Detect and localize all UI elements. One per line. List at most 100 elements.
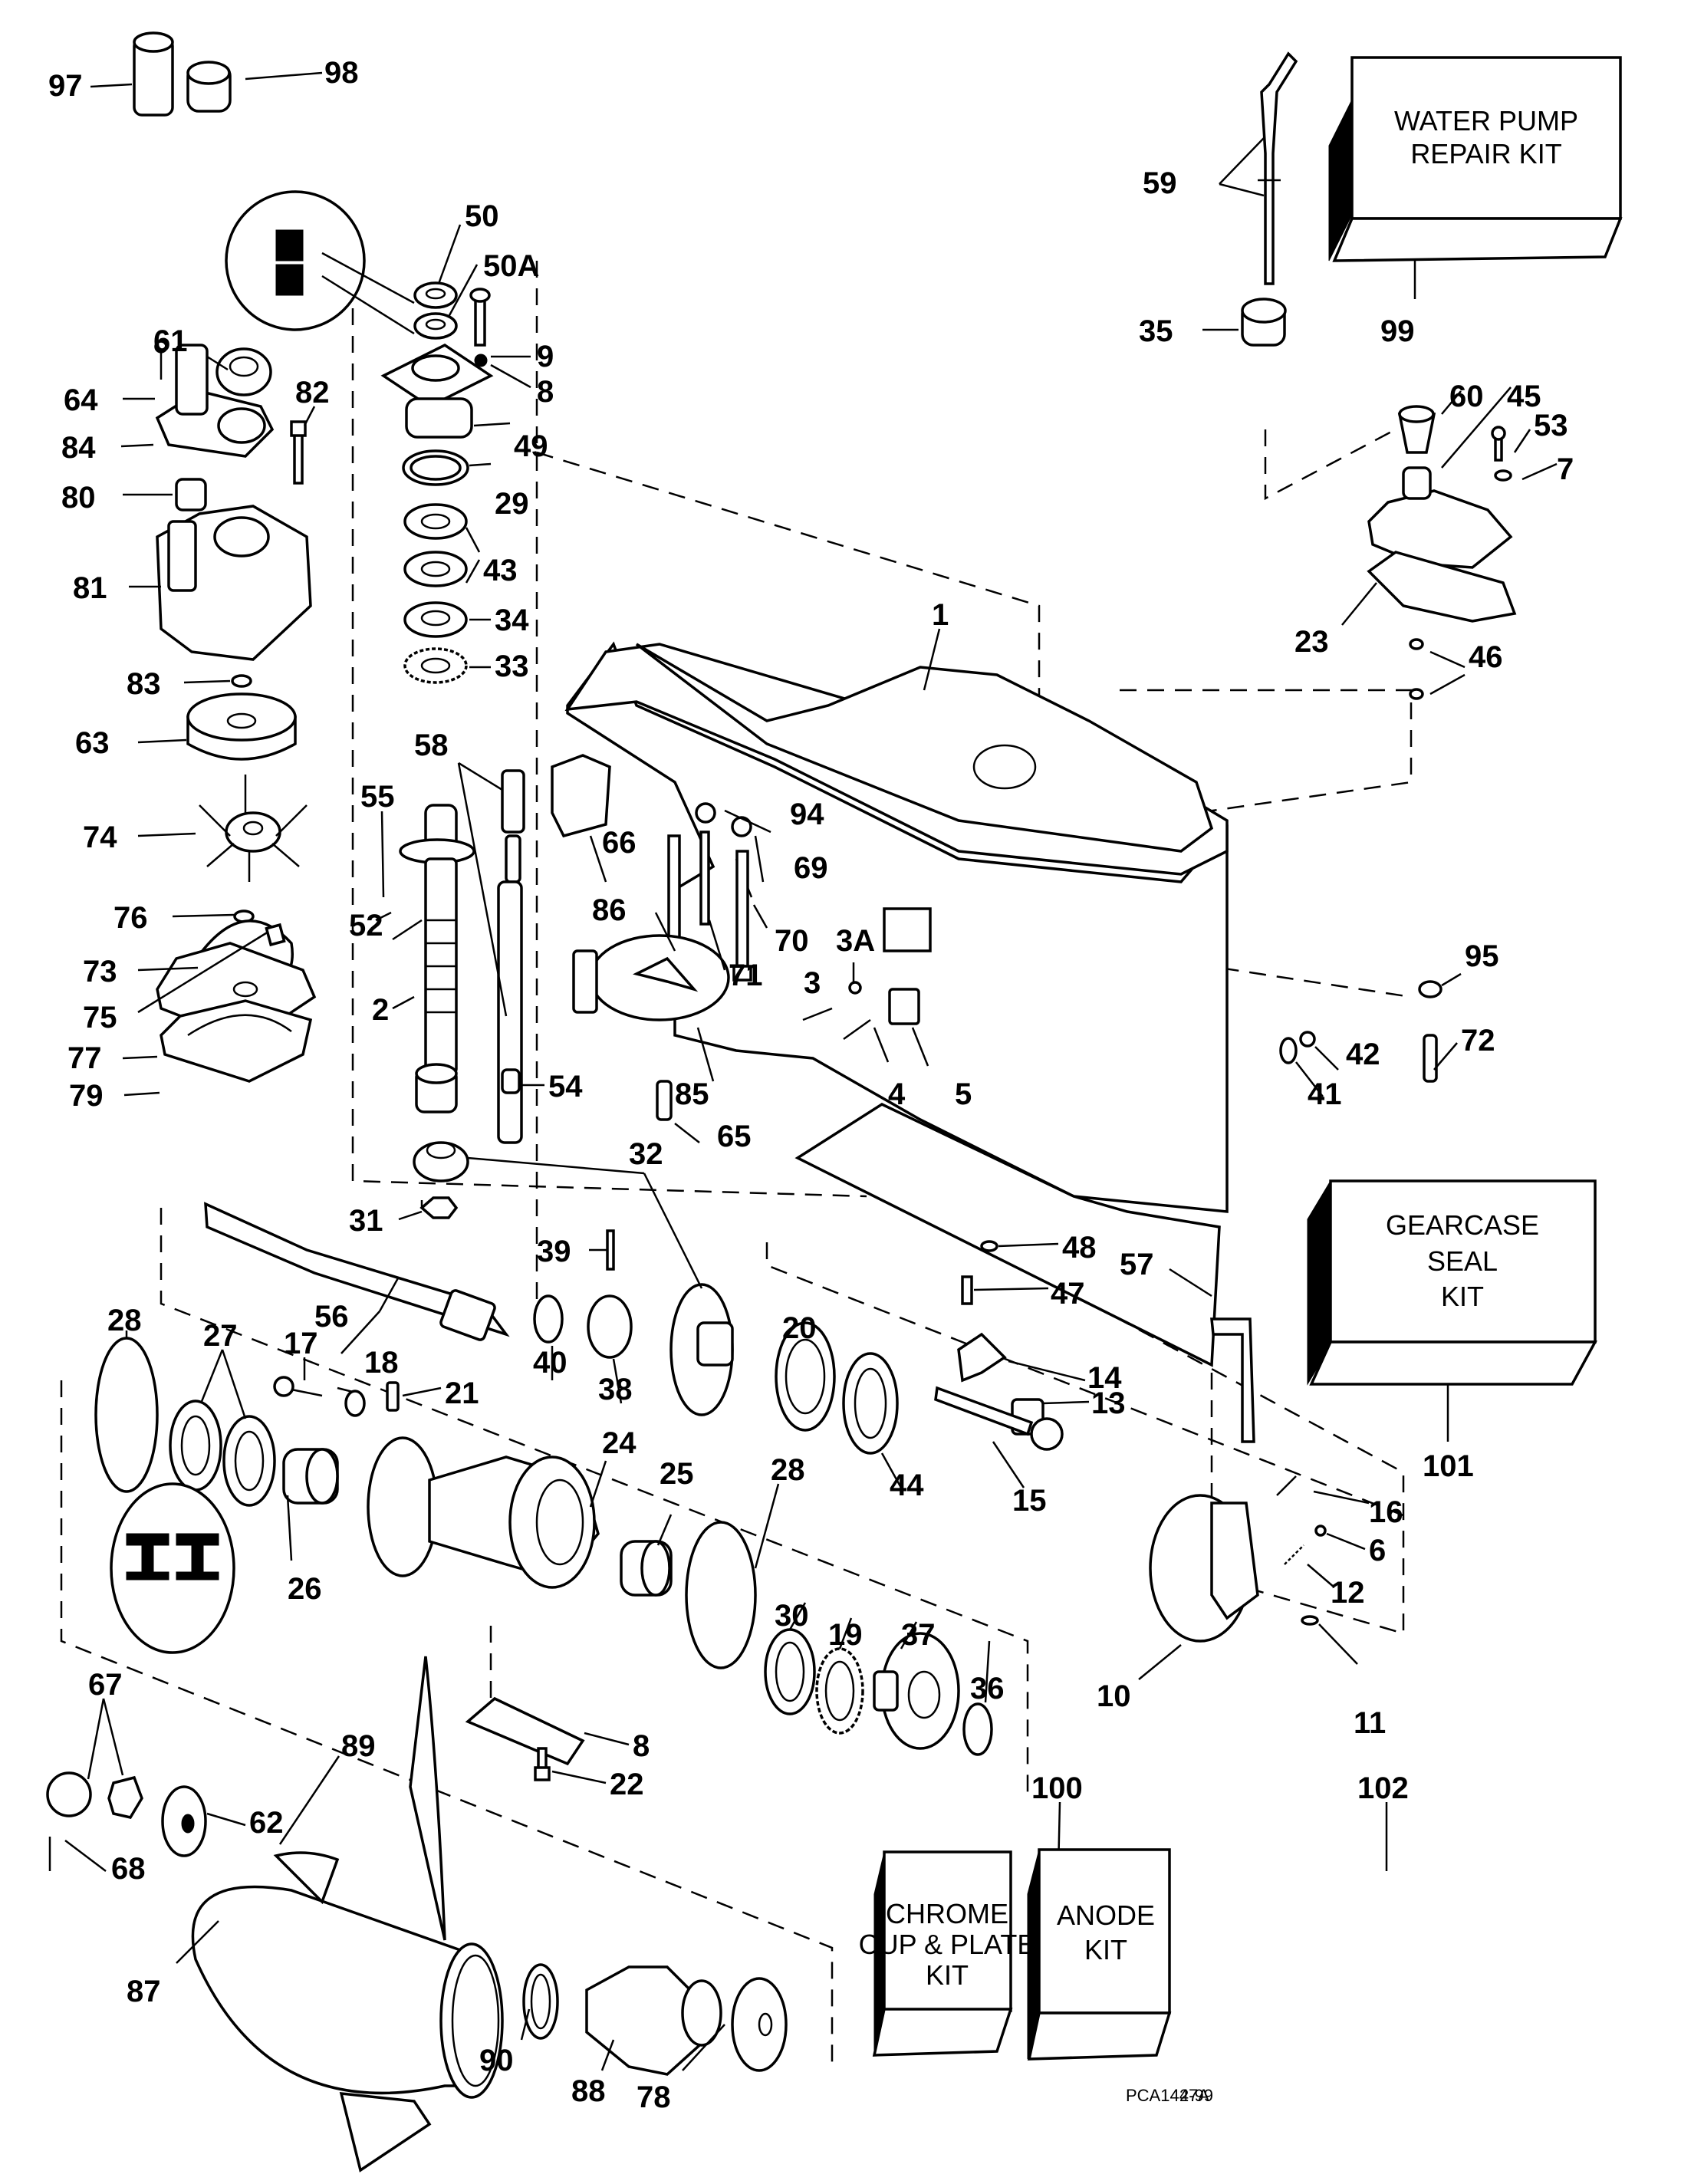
part-32-pinion-gear[interactable] bbox=[413, 1141, 469, 1182]
part-3a-washer[interactable] bbox=[848, 981, 862, 995]
part-39-pin[interactable] bbox=[606, 1229, 615, 1271]
part-83-o-ring[interactable] bbox=[231, 674, 252, 688]
part-27-seal-a[interactable] bbox=[169, 1400, 222, 1492]
part-41-plug[interactable] bbox=[1279, 1037, 1298, 1064]
part-74-impeller[interactable] bbox=[199, 775, 308, 882]
part-21-retainer[interactable] bbox=[386, 1381, 400, 1412]
part-23-gasket[interactable] bbox=[1367, 551, 1517, 623]
part-38-clutch-dog[interactable] bbox=[587, 1294, 633, 1359]
part-25-bearing[interactable] bbox=[620, 1540, 673, 1597]
part-12-spring[interactable] bbox=[1284, 1544, 1304, 1565]
part-7-washer[interactable] bbox=[1494, 469, 1512, 482]
part-36-washer[interactable] bbox=[962, 1702, 993, 1756]
part-87-propeller[interactable] bbox=[191, 1656, 504, 2172]
kit-gearcase-seal[interactable]: GEARCASE SEAL KIT bbox=[1307, 1179, 1597, 1386]
kit-anode[interactable]: ANODE KIT bbox=[1027, 1848, 1172, 2061]
part-22-screw[interactable] bbox=[534, 1747, 551, 1781]
part-49-housing[interactable] bbox=[380, 343, 494, 439]
part-24-bearing-carrier[interactable] bbox=[367, 1436, 600, 1589]
part-35-grommet[interactable] bbox=[1241, 298, 1287, 347]
callout-25: 25 bbox=[660, 1457, 694, 1491]
part-3-screw[interactable] bbox=[802, 1007, 833, 1021]
part-78-washer[interactable] bbox=[731, 1977, 788, 2072]
part-45-water-pump-cover[interactable] bbox=[1367, 466, 1513, 569]
part-48-screw[interactable] bbox=[980, 1240, 998, 1252]
part-94-washer-a[interactable] bbox=[695, 802, 716, 824]
part-33-thrust-bearing[interactable] bbox=[403, 647, 468, 684]
part-17-screw[interactable] bbox=[273, 1376, 323, 1397]
part-1-gearcase[interactable] bbox=[564, 641, 1229, 1367]
part-15-shift-shaft[interactable] bbox=[934, 1386, 1064, 1451]
part-52-shaft[interactable] bbox=[399, 804, 475, 1075]
part-5-plug[interactable] bbox=[888, 988, 920, 1025]
part-67-nut-hex[interactable] bbox=[107, 1775, 143, 1819]
part-30-thrust-washer[interactable] bbox=[764, 1628, 816, 1715]
part-86-cap[interactable] bbox=[551, 754, 611, 838]
part-97-sleeve[interactable] bbox=[133, 31, 174, 117]
part-8-anode[interactable] bbox=[465, 1696, 585, 1766]
part-56-washer[interactable] bbox=[344, 1390, 366, 1417]
part-70-screw[interactable] bbox=[732, 850, 752, 982]
part-46-washer-b[interactable] bbox=[1409, 688, 1424, 700]
part-20-thrust-bearing[interactable] bbox=[775, 1321, 836, 1432]
part-64-pin[interactable] bbox=[154, 340, 168, 380]
part-50a-seal[interactable] bbox=[413, 312, 458, 340]
part-80-liner[interactable] bbox=[175, 478, 207, 511]
part-50-seal[interactable] bbox=[413, 281, 458, 309]
part-14-shift-lever[interactable] bbox=[957, 1332, 1007, 1383]
part-44-thrust-washer[interactable] bbox=[842, 1352, 899, 1455]
part-47-valve[interactable] bbox=[961, 1275, 973, 1305]
part-18-propeller-shaft[interactable] bbox=[204, 1202, 510, 1341]
part-67-nut-castle[interactable] bbox=[46, 1771, 92, 1817]
part-32-forward-gear[interactable] bbox=[669, 1283, 734, 1416]
part-42-washer[interactable] bbox=[1299, 1031, 1316, 1048]
part-75-plate[interactable] bbox=[265, 923, 286, 947]
part-61-grommet[interactable] bbox=[215, 347, 272, 396]
callout-6: 6 bbox=[1369, 1534, 1386, 1567]
part-85-trim-tab[interactable] bbox=[572, 934, 730, 1021]
part-28-o-ring-right[interactable] bbox=[685, 1521, 757, 1669]
part-81-pump-housing[interactable] bbox=[156, 505, 312, 661]
part-43-washer-upper[interactable] bbox=[403, 503, 468, 540]
part-59-water-tube[interactable] bbox=[1258, 51, 1298, 285]
part-37-reverse-gear[interactable] bbox=[873, 1632, 960, 1750]
part-8-washer[interactable] bbox=[474, 354, 488, 367]
part-65-screw[interactable] bbox=[656, 1080, 673, 1121]
part-11-pin[interactable] bbox=[1301, 1615, 1319, 1626]
part-6-ball[interactable] bbox=[1314, 1525, 1327, 1537]
part-19-thrust-bearing[interactable] bbox=[815, 1647, 864, 1735]
part-95-washer[interactable] bbox=[1418, 980, 1443, 998]
part-2-bearing[interactable] bbox=[415, 1063, 458, 1113]
part-71-screw[interactable] bbox=[699, 831, 710, 926]
part-79-gasket[interactable] bbox=[160, 999, 313, 1083]
part-72-screw[interactable] bbox=[1423, 1034, 1438, 1083]
part-55-pin[interactable] bbox=[375, 911, 392, 922]
part-26-bearing[interactable] bbox=[282, 1448, 339, 1505]
part-57-shift-rod[interactable] bbox=[1210, 1317, 1255, 1443]
part-53-screw[interactable] bbox=[1491, 426, 1506, 462]
part-4-screw[interactable] bbox=[843, 1018, 871, 1041]
part-60-grommet[interactable] bbox=[1397, 405, 1436, 454]
part-46-washer-a[interactable] bbox=[1409, 638, 1424, 650]
part-29-o-ring[interactable] bbox=[402, 449, 469, 486]
part-43-washer-lower[interactable] bbox=[403, 551, 468, 587]
part-62-spacer[interactable] bbox=[161, 1785, 207, 1857]
part-34-washer[interactable] bbox=[403, 601, 468, 638]
part-82-screw[interactable] bbox=[290, 420, 307, 485]
part-40-retaining-ring[interactable] bbox=[533, 1294, 564, 1344]
part-10-bearing-housing[interactable] bbox=[1149, 1494, 1259, 1643]
kit-water-pump-repair[interactable]: WATER PUMP REPAIR KIT bbox=[1328, 56, 1623, 262]
part-9-bolt[interactable] bbox=[469, 288, 491, 347]
part-94-washer-b[interactable] bbox=[731, 816, 752, 837]
part-90-spacer[interactable] bbox=[522, 1963, 559, 2040]
kit-chrome-cup-plate[interactable]: CHROME CUP & PLATE KIT bbox=[859, 1850, 1036, 2057]
part-98-seal[interactable] bbox=[186, 61, 232, 113]
part-63-impeller-cup[interactable] bbox=[186, 692, 297, 761]
part-88-thrust-hub[interactable] bbox=[585, 1965, 722, 2076]
part-54-coupler[interactable] bbox=[501, 1068, 521, 1094]
part-84-plate[interactable] bbox=[155, 344, 275, 458]
part-16-pin[interactable] bbox=[1276, 1475, 1297, 1496]
part-28-o-ring-left[interactable] bbox=[94, 1337, 159, 1493]
part-27-seal-b[interactable] bbox=[222, 1415, 276, 1507]
part-31-nut[interactable] bbox=[419, 1196, 459, 1219]
